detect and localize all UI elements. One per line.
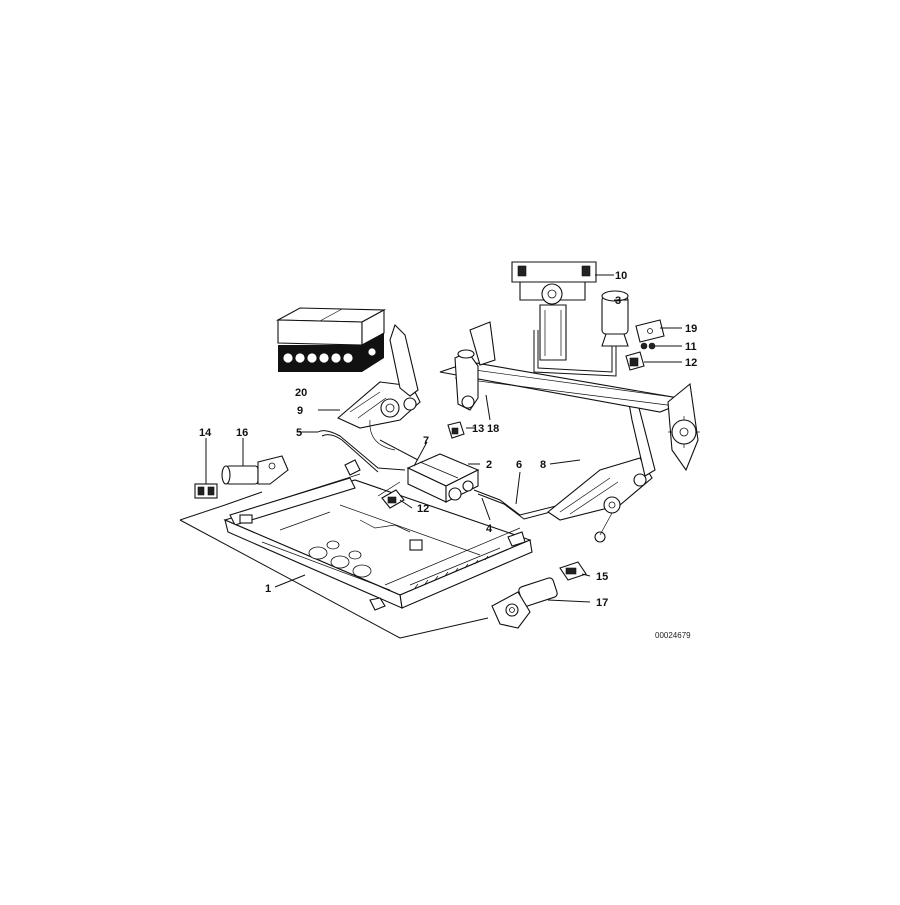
- callout-18: 18: [487, 423, 499, 435]
- part-8-tilt-mechanism: [547, 396, 656, 543]
- leader-lines: [179, 274, 682, 639]
- part-2-motor: [406, 453, 480, 503]
- callout-1: 1: [265, 583, 271, 595]
- part-3-motor: [601, 290, 629, 347]
- callout-19: 19: [685, 323, 697, 335]
- callout-14: 14: [199, 427, 212, 439]
- gear-sector-right: [667, 382, 700, 472]
- part-7-shaft: [379, 439, 419, 461]
- callout-13: 13: [472, 423, 484, 435]
- part-13-clip: [447, 421, 465, 439]
- part-18-crossbar: [439, 321, 693, 413]
- callout-2: 2: [486, 459, 492, 471]
- document-number: 00024679: [655, 631, 691, 640]
- part-14-switch: [194, 483, 218, 499]
- callout-5: 5: [296, 427, 302, 439]
- part-12b-clip: [625, 351, 645, 371]
- part-12a-clip: [377, 481, 405, 509]
- part-17-gear-motor: [491, 577, 558, 629]
- callout-10: 10: [615, 270, 627, 282]
- callout-7: 7: [423, 435, 429, 447]
- callout-15: 15: [596, 571, 608, 583]
- part-10-height-adjuster: [511, 261, 617, 377]
- part-1-seat-frame: [223, 459, 533, 611]
- callout-11: 11: [685, 341, 697, 353]
- part-20-kit-box: [275, 307, 387, 372]
- part-5-flex-shaft-b: [321, 434, 379, 473]
- callout-6: 6: [516, 459, 522, 471]
- callout-9: 9: [297, 405, 303, 417]
- callout-12-lower: 12: [417, 503, 429, 515]
- part-16-motor: [221, 455, 289, 485]
- part-6-flex-shaft: [477, 493, 563, 520]
- part-9-gear-housing: [336, 323, 421, 429]
- callout-16: 16: [236, 427, 248, 439]
- part-15-switch: [559, 561, 587, 581]
- part-5-flex-shaft: [317, 430, 406, 471]
- callout-labels: 10 3 19 11 12 20 9 18 5 13 7 14 16 2 6 8…: [199, 270, 697, 640]
- part-11-screw: [640, 342, 656, 350]
- callout-12-upper: 12: [685, 357, 697, 369]
- callout-8: 8: [540, 459, 546, 471]
- callout-3: 3: [615, 295, 621, 307]
- callout-17: 17: [596, 597, 608, 609]
- callout-20: 20: [295, 387, 307, 399]
- part-19-bracket: [635, 319, 665, 343]
- callout-4: 4: [486, 523, 493, 535]
